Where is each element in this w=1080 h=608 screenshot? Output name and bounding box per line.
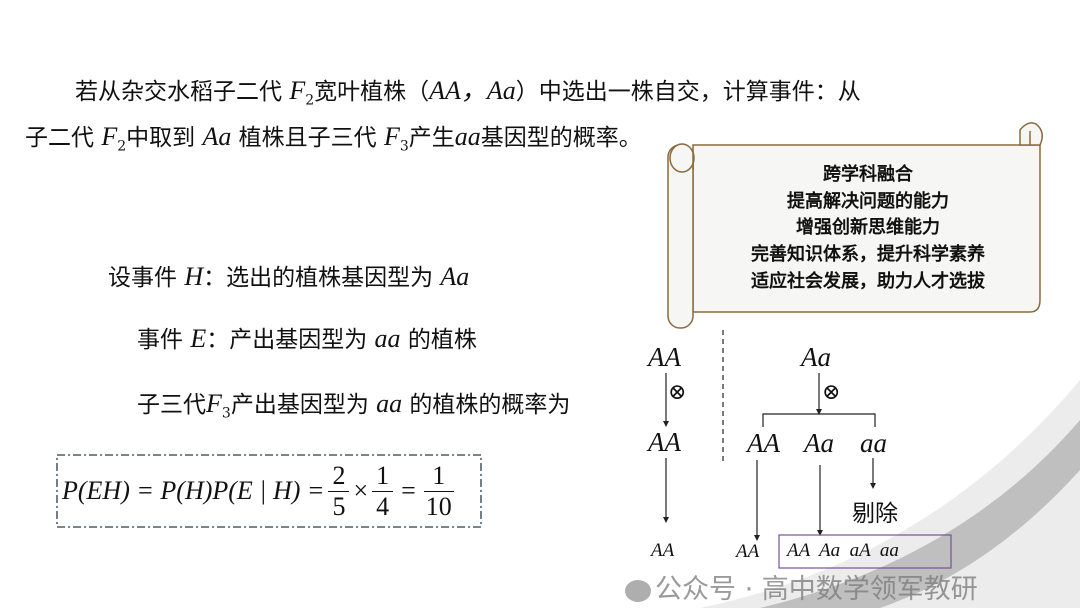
genotype: aa [374,324,401,353]
var-F: F [289,76,306,105]
text: ：产出基因型为 [206,327,375,353]
denominator: 10 [423,490,454,521]
selfing-icon: ⊗ [822,380,841,405]
var-F: F [206,389,222,418]
left-parent-genotype: AA [648,342,681,372]
genotype: Aa [440,262,470,291]
text: ：选出的植株基因型为 [203,265,441,291]
removed-label: 剔除 [852,501,898,527]
numerator: 1 [376,460,390,490]
text: 若从杂交水稻子二代 [75,79,290,105]
text: 基因型的概率。 [480,125,642,151]
result-box-genotypes: AA Aa aA aa [787,540,899,561]
offspring-Aa: Aa [804,428,834,458]
scroll-line: 增强创新思维能力 [796,217,940,238]
sub: 3 [221,405,231,422]
var-F: F [101,122,118,151]
event-H-definition: 设事件 H：选出的植株基因型为 Aa [108,258,469,292]
genotype: aa [376,389,403,418]
scroll-banner [667,122,1043,329]
result-box [778,534,952,569]
text: 产生 [408,125,455,151]
offspring-AA: AA [747,428,780,458]
offspring-bracket [762,413,876,427]
text: 设事件 [108,265,185,291]
text: 的植株 [400,327,477,353]
genotype: Aa [202,122,232,151]
text: ）中选出一株自交，计算事件：从 [515,79,861,105]
text: 事件 [137,327,191,353]
offspring-aa: aa [860,428,887,458]
sub: 2 [117,138,127,155]
denominator: 4 [372,490,394,522]
genotypes: AA，Aa [429,76,516,105]
text: 植株且子三代 [231,125,384,151]
var-H: H [184,262,204,291]
denominator: 5 [328,490,350,522]
sub: 3 [399,138,409,155]
event-E-definition: 事件 E：产出基因型为 aa 的植株 [137,320,477,354]
problem-line-1: 若从杂交水稻子二代 F2宽叶植株（AA，Aa）中选出一株自交，计算事件：从 [75,70,861,109]
formula-left: P(EH) = P(H)P(E | H) = [62,476,325,505]
var-E: E [190,324,207,353]
scroll-line: 跨学科融合 [823,164,913,185]
probability-statement: 子三代F3产出基因型为 aa 的植株的概率为 [137,385,570,422]
text: 产出基因型为 [230,392,377,418]
scroll-line: 适应社会发展，助力人才选拔 [751,271,985,292]
left-result-genotype: AA [651,540,675,561]
var-F: F [383,122,400,151]
right-parent-genotype: Aa [801,342,831,372]
text: 中取到 [126,125,203,151]
numerator: 1 [432,460,446,490]
watermark: 公众号 · 高中数学领军教研 [625,574,978,606]
selfing-icon: ⊗ [668,380,687,405]
text: 的植株的概率为 [402,392,571,418]
result-AA: AA [736,541,760,562]
scroll-line: 提高解决问题的能力 [787,191,949,212]
numerator: 2 [332,460,346,490]
text: 子二代 [25,125,102,151]
genotype: aa [454,122,481,151]
times-sign: × [353,476,369,505]
text: 宽叶植株（ [314,79,430,105]
sub: 2 [305,92,315,109]
equals-sign: = [401,476,416,505]
watermark-text: 公众号 · 高中数学领军教研 [655,574,978,605]
scroll-line: 完善知识体系，提升科学素养 [751,244,985,265]
problem-line-2: 子二代 F2中取到 Aa 植株且子三代 F3产生aa基因型的概率。 [25,118,642,155]
swoosh-dark [760,420,1080,608]
arrowheads [663,409,876,541]
left-child-genotype: AA [648,427,681,457]
text: 子三代 [137,392,206,418]
wechat-icon [625,579,651,602]
formula-box [56,454,482,528]
